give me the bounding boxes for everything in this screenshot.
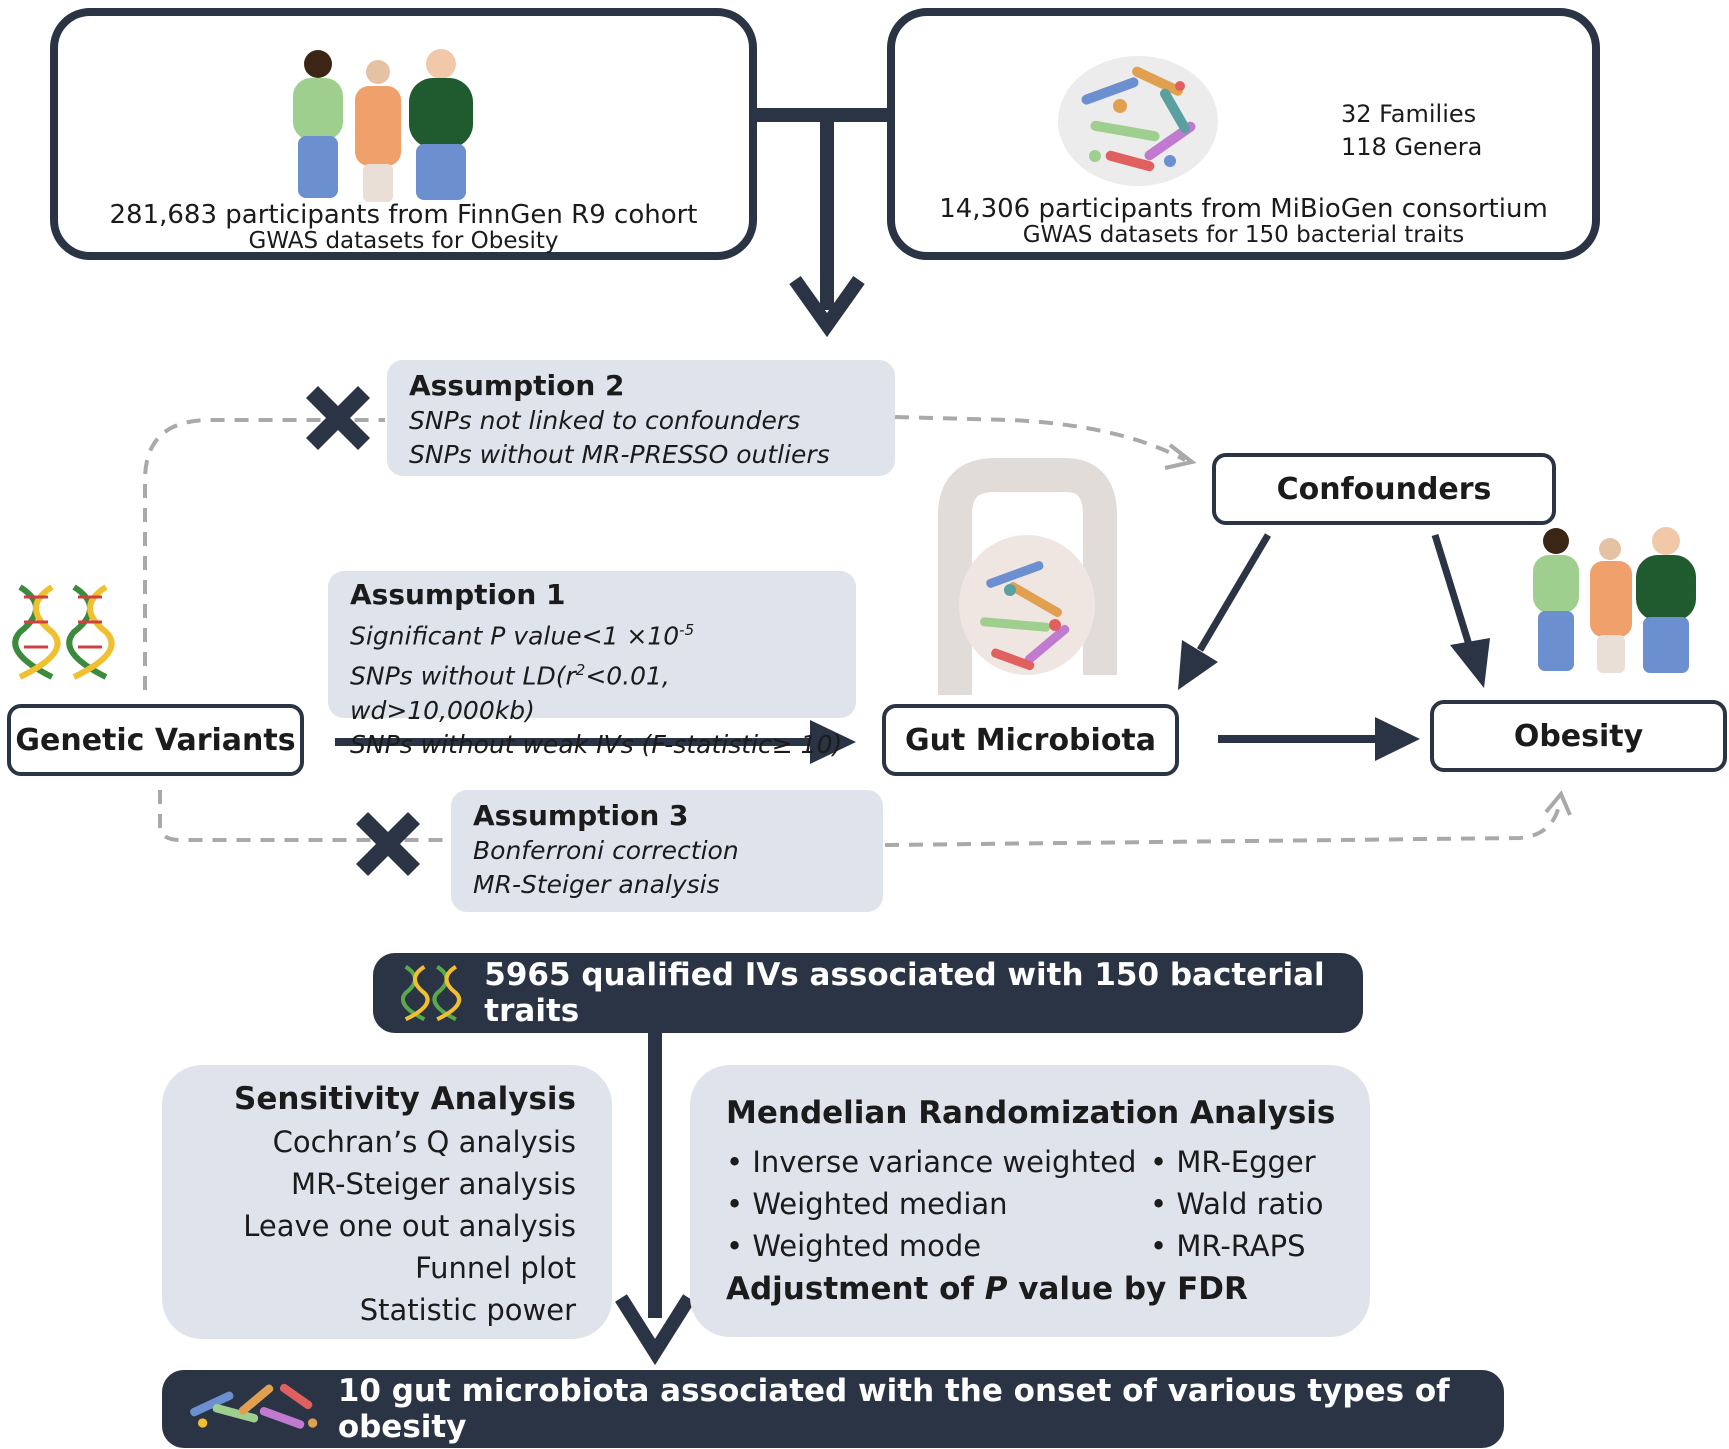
obesity-label: Obesity	[1513, 718, 1644, 754]
genera-count: 118 Genera	[1341, 133, 1483, 161]
assumption1-title: Assumption 1	[350, 578, 566, 611]
assumption2-dashed-path-right	[894, 415, 1186, 462]
assumption1-superscript: 2	[575, 661, 586, 680]
mr-method-item: • Inverse variance weighted	[726, 1145, 1137, 1179]
people-illustration	[293, 49, 473, 202]
qualified-ivs-banner: 5965 qualified IVs associated with 150 b…	[373, 953, 1363, 1033]
assumption3-dashed-path	[158, 790, 450, 842]
ivs-to-result-arrowhead	[615, 1294, 695, 1366]
sensitivity-item: Funnel plot	[415, 1251, 576, 1285]
confounders-node: Confounders	[1212, 453, 1556, 525]
assumption1-panel: Assumption 1 Significant P value<1 ×10-5…	[328, 571, 856, 759]
gut-microbiota-node: Gut Microbiota	[882, 704, 1179, 776]
merge-arrowhead	[789, 275, 865, 338]
assumption3-item: MR-Steiger analysis	[473, 870, 720, 899]
assumption2-item: SNPs not linked to confounders	[409, 406, 801, 435]
obesity-node: Obesity	[1430, 700, 1727, 772]
obesity-source-line1: 281,683 participants from FinnGen R9 coh…	[109, 200, 698, 230]
families-count: 32 Families	[1341, 100, 1477, 128]
sensitivity-title: Sensitivity Analysis	[234, 1081, 576, 1117]
microbiome-source-line2: GWAS datasets for 150 bacterial traits	[1022, 222, 1465, 248]
assumption1-superscript: -5	[679, 621, 695, 639]
qualified-ivs-text: 5965 qualified IVs associated with 150 b…	[484, 957, 1325, 1029]
dna-icon	[12, 584, 115, 680]
intestine-illustration	[938, 458, 1117, 695]
mr-method-item: • MR-RAPS	[1150, 1229, 1306, 1263]
assumption2-title: Assumption 2	[409, 369, 625, 402]
cross-mark-assumption2	[305, 385, 371, 451]
mr-analysis-panel: Mendelian Randomization Analysis • Inver…	[690, 1065, 1370, 1337]
fdr-text: value by FDR	[1007, 1271, 1248, 1307]
sensitivity-item: Leave one out analysis	[243, 1209, 576, 1243]
microbiome-source-line1: 14,306 participants from MiBioGen consor…	[939, 194, 1548, 224]
assumption3-title: Assumption 3	[473, 799, 689, 832]
assumption2-dashed-arrowhead	[1164, 443, 1197, 470]
assumption1-item-ld: SNPs without LD(r2<0.01, wd>10,000kb)	[350, 653, 856, 727]
bacteria-cluster-illustration	[1058, 56, 1218, 186]
confounders-to-obesity-arrow	[1431, 533, 1474, 650]
sensitivity-analysis-panel: Sensitivity Analysis Cochran’s Q analysi…	[162, 1065, 612, 1339]
genetic-variants-label: Genetic Variants	[15, 722, 296, 758]
mr-methods-left: • Inverse variance weighted • Weighted m…	[726, 1141, 1136, 1267]
obesity-source-line2: GWAS datasets for Obesity	[248, 228, 559, 254]
mr-method-item: • MR-Egger	[1150, 1145, 1316, 1179]
obesity-source-box: 281,683 participants from FinnGen R9 coh…	[50, 8, 757, 260]
result-text: 10 gut microbiota associated with the on…	[337, 1373, 1450, 1445]
assumption2-item: SNPs without MR-PRESSO outliers	[409, 440, 830, 469]
microbiome-source-box: 32 Families 118 Genera 14,306 participan…	[887, 8, 1600, 260]
assumption3-dashed-arrowhead	[1544, 790, 1572, 816]
sensitivity-item: MR-Steiger analysis	[291, 1167, 576, 1201]
mr-method-item: • Weighted median	[726, 1187, 1008, 1221]
mr-title: Mendelian Randomization Analysis	[726, 1095, 1336, 1131]
people-illustration-right	[1533, 527, 1696, 673]
fdr-adjustment: Adjustment of P value by FDR	[726, 1271, 1248, 1307]
result-banner: 10 gut microbiota associated with the on…	[162, 1370, 1504, 1448]
gut-microbiota-label: Gut Microbiota	[904, 722, 1157, 758]
assumption1-item-text: <0.01, wd>10,000kb)	[350, 661, 670, 725]
mr-methods-right: • MR-Egger • Wald ratio • MR-RAPS	[1150, 1141, 1323, 1267]
mr-method-item: • Wald ratio	[1150, 1187, 1324, 1221]
assumption1-item-text: Significant P value<1 ×10	[350, 621, 680, 651]
assumption3-dashed-path-right	[884, 799, 1562, 847]
assumption1-item-text: SNPs without LD(r	[350, 661, 576, 691]
fdr-p-symbol: P	[984, 1271, 1008, 1307]
bacteria-icon	[190, 1383, 318, 1429]
fdr-text: Adjustment of	[726, 1271, 985, 1307]
mr-method-item: • Weighted mode	[726, 1229, 982, 1263]
sensitivity-item: Statistic power	[359, 1293, 576, 1327]
assumption1-item-weak-ivs: SNPs without weak IVs (F-statistic≥ 10)	[350, 729, 843, 759]
confounders-label: Confounders	[1276, 471, 1492, 507]
confounders-to-gm-arrow	[1196, 533, 1272, 652]
assumption3-item: Bonferroni correction	[473, 836, 739, 865]
sensitivity-item: Cochran’s Q analysis	[272, 1125, 576, 1159]
cross-mark-assumption3	[355, 811, 421, 877]
assumption2-panel: Assumption 2 SNPs not linked to confound…	[387, 360, 895, 476]
genetic-variants-node: Genetic Variants	[7, 704, 304, 776]
merge-connector	[757, 108, 887, 310]
dna-icon	[401, 964, 462, 1022]
assumption1-item-pvalue: Significant P value<1 ×10-5	[350, 613, 856, 653]
assumption3-panel: Assumption 3 Bonferroni correction MR-St…	[451, 790, 883, 912]
